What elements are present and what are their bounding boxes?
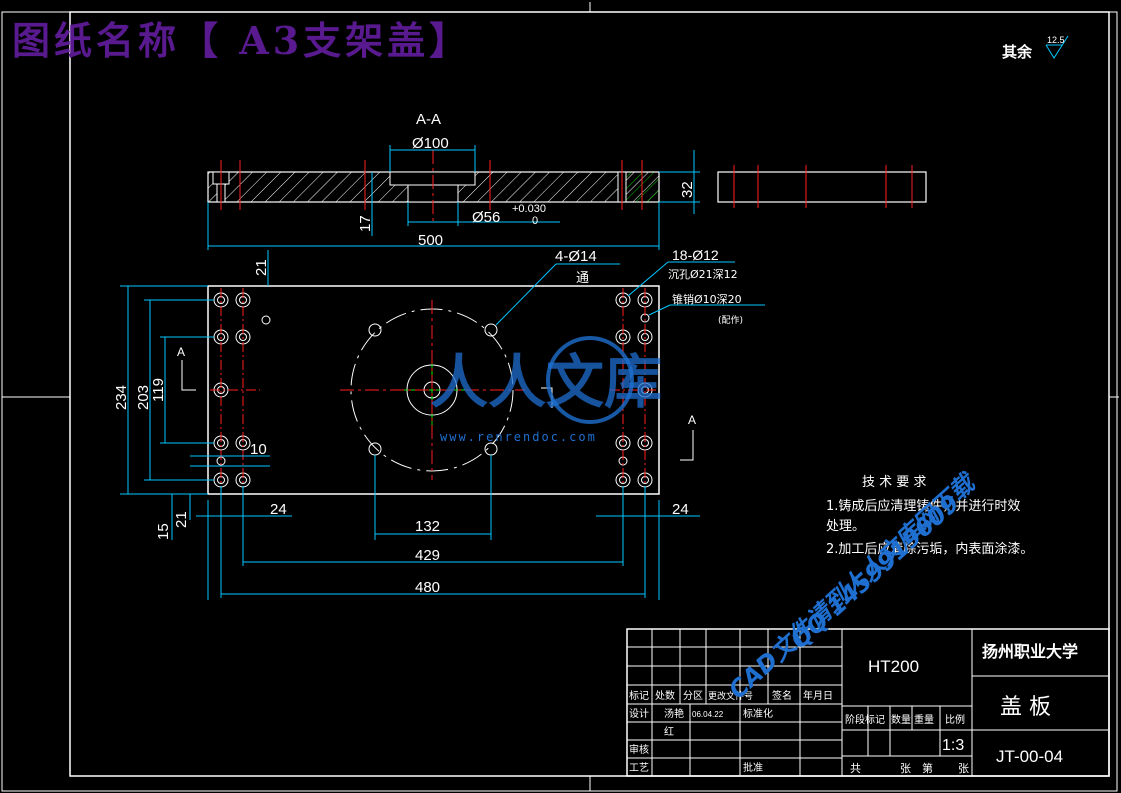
tb-f-no: 第 (922, 761, 933, 775)
tb-h-zone: 分区 (683, 690, 703, 702)
plan-dims (120, 250, 765, 600)
tb-r-std: 标准化 (743, 707, 773, 720)
tb-f-total: 共 (850, 762, 861, 775)
section-marker-left: A (177, 345, 185, 359)
dim-h21-bot: 21 (173, 511, 190, 528)
dim-w429: 429 (415, 547, 440, 564)
dim-w480: 480 (415, 579, 440, 596)
tb-h-weight: 重量 (914, 713, 934, 726)
roughness-label: 其余 (1002, 43, 1033, 61)
dim-tol-lower: 0 (532, 215, 538, 227)
tb-part-name: 盖 板 (1000, 695, 1051, 720)
tb-r-design: 设计 (629, 707, 649, 720)
dim-d10: 10 (250, 441, 267, 458)
dim-h119: 119 (150, 378, 167, 402)
section-dims (207, 145, 700, 250)
dim-holes-18: 18-Ø12 (672, 247, 719, 263)
tech-req-line1: 1.铸成后应清理铸件，并进行时效 (826, 498, 1020, 514)
dim-w24-right: 24 (672, 501, 689, 518)
tb-f-sheet: 张 (958, 762, 969, 775)
tb-h-qty: 数量 (891, 713, 911, 726)
tb-h-doc: 更改文件号 (708, 690, 753, 702)
title-block (626, 628, 1110, 777)
plan-view (207, 285, 660, 495)
tb-h-sign: 签名 (772, 689, 792, 702)
watermark-url: www.renrendoc.com (440, 430, 597, 444)
tech-req-title: 技 术 要 求 (862, 475, 926, 490)
tb-f-sheets: 张 (900, 762, 911, 775)
dim-h17: 17 (357, 215, 374, 232)
dim-w500: 500 (418, 232, 443, 249)
drawing-title-banner: 图纸名称【 A3支架盖】 (12, 18, 472, 63)
dim-h203: 203 (135, 385, 152, 410)
roughness-symbol (1045, 35, 1069, 59)
tb-r-process: 工艺 (629, 762, 649, 774)
section-marker-right: A (688, 413, 696, 427)
tb-r-approve: 批准 (743, 761, 763, 774)
dim-tap-note: 锥销Ø10深20 (672, 292, 742, 306)
dim-tap-sub: (配作) (718, 314, 743, 326)
watermark-logo (546, 336, 634, 424)
tb-school: 扬州职业大学 (982, 642, 1078, 661)
dim-h32: 32 (679, 181, 696, 198)
tb-h-stage: 阶段标记 (845, 713, 885, 726)
dim-d100: Ø100 (412, 135, 449, 152)
dim-w132: 132 (415, 518, 440, 535)
tb-r-red: 红 (664, 725, 674, 738)
tech-req-line1b: 处理。 (826, 519, 865, 534)
dim-d56: Ø56 (472, 209, 500, 226)
tb-h-scale: 比例 (945, 713, 965, 726)
side-view (717, 165, 927, 208)
section-view (207, 150, 660, 225)
roughness-value: 12.5 (1047, 35, 1065, 45)
dim-w24-left: 24 (270, 501, 287, 518)
tb-h-mark: 标记 (629, 690, 649, 702)
dim-holes-18-note: 沉孔Ø21深12 (668, 268, 738, 281)
dim-h15: 15 (155, 523, 172, 540)
tb-drawing-no: JT-00-04 (996, 747, 1063, 766)
tech-req-line2: 2.加工后应清除污垢，内表面涂漆。 (826, 541, 1033, 557)
tb-scale: 1:3 (942, 737, 964, 754)
dim-h234: 234 (113, 385, 130, 410)
dim-h21-top: 21 (253, 259, 270, 276)
tb-r-review: 审核 (629, 743, 649, 756)
dim-holes-4: 4-Ø14 (555, 248, 597, 265)
dim-tol-upper: +0.030 (512, 203, 546, 215)
tb-material: HT200 (868, 657, 919, 676)
tb-r-designer: 汤艳 (664, 707, 684, 720)
tb-h-date: 年月日 (803, 689, 833, 702)
tb-h-count: 处数 (655, 689, 675, 702)
watermark-logo-text: 人人文库 (430, 348, 662, 416)
hole-centerlines (210, 288, 657, 492)
dim-holes-4-note: 通 (576, 271, 589, 286)
section-label: A-A (416, 111, 441, 128)
tb-r-design-date: 06.04.22 (692, 710, 724, 719)
